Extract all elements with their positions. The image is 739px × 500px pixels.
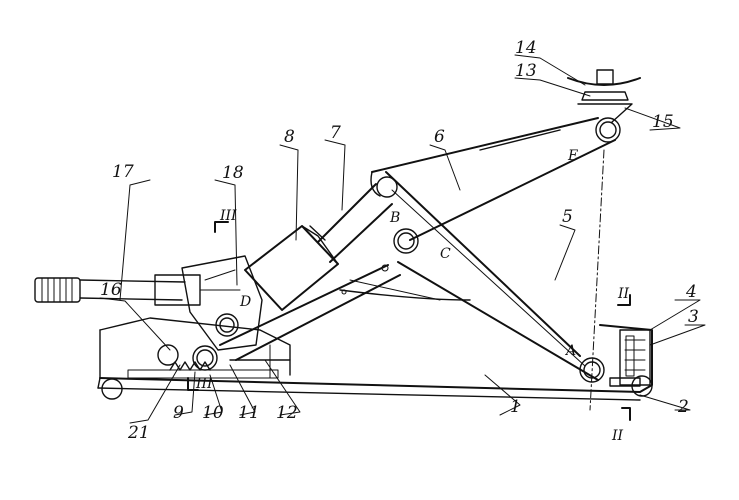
label-3: 3 — [688, 307, 699, 327]
front-link — [219, 264, 401, 361]
point-C: C — [440, 246, 451, 262]
section-II-bottom: II — [611, 428, 624, 444]
base-plate — [97, 279, 653, 401]
leader-lines — [99, 54, 706, 424]
label-4: 4 — [685, 282, 697, 302]
lower-arm — [385, 171, 605, 383]
point-D: D — [239, 294, 251, 310]
label-5: 5 — [562, 207, 573, 227]
section-marker-III-top — [214, 221, 229, 233]
label-10: 10 — [202, 403, 224, 423]
saddle — [567, 69, 641, 123]
label-13: 13 — [515, 61, 537, 81]
label-1: 1 — [510, 397, 521, 417]
label-2: 2 — [677, 397, 689, 417]
pump-housing — [181, 255, 263, 351]
lift-arm — [317, 183, 393, 263]
label-9: 9 — [173, 403, 184, 423]
section-III-top: III — [219, 208, 237, 224]
label-7: 7 — [330, 123, 341, 143]
point-A: A — [564, 343, 576, 359]
ratchet-rack — [127, 344, 279, 379]
front-wheel — [101, 378, 123, 400]
point-B: B — [389, 210, 400, 226]
section-marker-II-bottom — [621, 407, 631, 421]
label-8: 8 — [284, 127, 295, 147]
label-12: 12 — [276, 403, 298, 423]
section-II-top: II — [617, 286, 630, 302]
label-16: 16 — [100, 280, 122, 300]
hydraulic-cylinder — [244, 225, 339, 311]
label-17: 17 — [112, 162, 134, 182]
label-11: 11 — [238, 403, 260, 423]
rear-block — [609, 329, 651, 387]
pump-handle — [34, 274, 201, 306]
section-marker-II-top — [617, 294, 631, 306]
section-marker-III-bottom — [187, 377, 199, 391]
label-21: 21 — [127, 423, 150, 443]
label-14: 14 — [515, 38, 537, 58]
section-III-bottom: III — [195, 376, 213, 392]
label-15: 15 — [652, 112, 674, 132]
center-line — [589, 149, 605, 411]
upper-arm — [370, 117, 621, 241]
label-6: 6 — [434, 127, 445, 147]
label-18: 18 — [222, 163, 244, 183]
point-E: E — [567, 148, 578, 164]
